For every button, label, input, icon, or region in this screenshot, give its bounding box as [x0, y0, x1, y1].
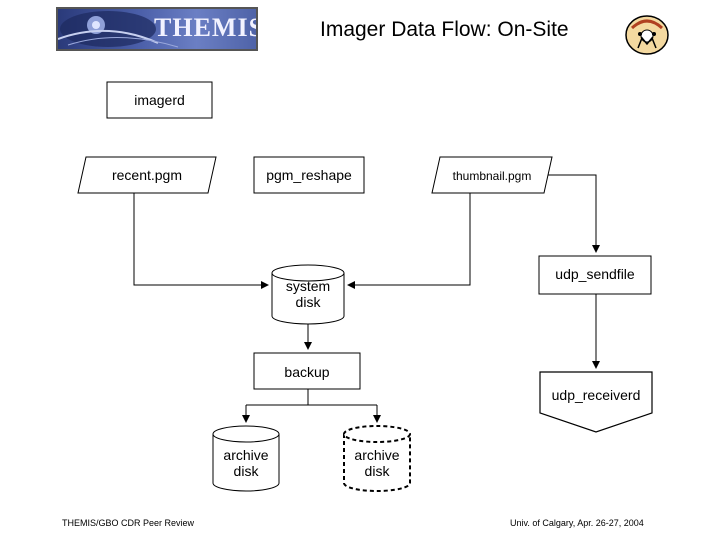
footer-left: THEMIS/GBO CDR Peer Review: [62, 518, 195, 528]
recent-pgm-label: recent.pgm: [111, 167, 183, 183]
udp-sendfile-box: [538, 255, 652, 295]
footer-right: Univ. of Calgary, Apr. 26-27, 2004: [510, 518, 644, 528]
connector-thumbnail-to-sendfile: [548, 174, 600, 253]
udp-sendfile-label: udp_sendfile: [555, 266, 635, 282]
themis-mission-emblem-icon: [625, 15, 669, 55]
pgm-reshape-label: pgm_reshape: [266, 167, 352, 183]
thumbnail-pgm-shape: [431, 156, 553, 194]
system-disk-label-line2: disk: [295, 294, 321, 310]
archive-disk-1-cylinder: [212, 434, 280, 492]
connector-thumbnail-to-disk: [347, 193, 471, 289]
logo-text: THEMIS: [154, 13, 258, 42]
system-disk-cylinder: [271, 273, 345, 325]
system-disk-label-line1: system: [285, 278, 331, 294]
udp-receiverd-label: udp_receiverd: [551, 387, 641, 403]
themis-logo: THEMIS: [56, 7, 258, 51]
backup-label: backup: [284, 364, 330, 380]
imagerd-label: imagerd: [134, 92, 185, 108]
backup-box: [253, 352, 361, 390]
archive-disk-2-label-line2: disk: [364, 463, 390, 479]
pgm-reshape-box: [253, 156, 365, 194]
archive-disk-2-label-line1: archive: [354, 447, 400, 463]
thumbnail-pgm-label: thumbnail.pgm: [452, 169, 532, 183]
page-title: Imager Data Flow: On-Site: [320, 18, 569, 41]
udp-receiverd-shape: [539, 371, 653, 433]
spacecraft-icon: [58, 11, 179, 48]
imagerd-box: [106, 81, 213, 119]
connector-recent-to-disk: [133, 193, 269, 289]
recent-pgm-shape: [77, 156, 217, 194]
archive-disk-1-label-line2: disk: [233, 463, 259, 479]
archive-disk-2-cylinder: [343, 434, 411, 492]
archive-disk-1-label-line1: archive: [223, 447, 269, 463]
